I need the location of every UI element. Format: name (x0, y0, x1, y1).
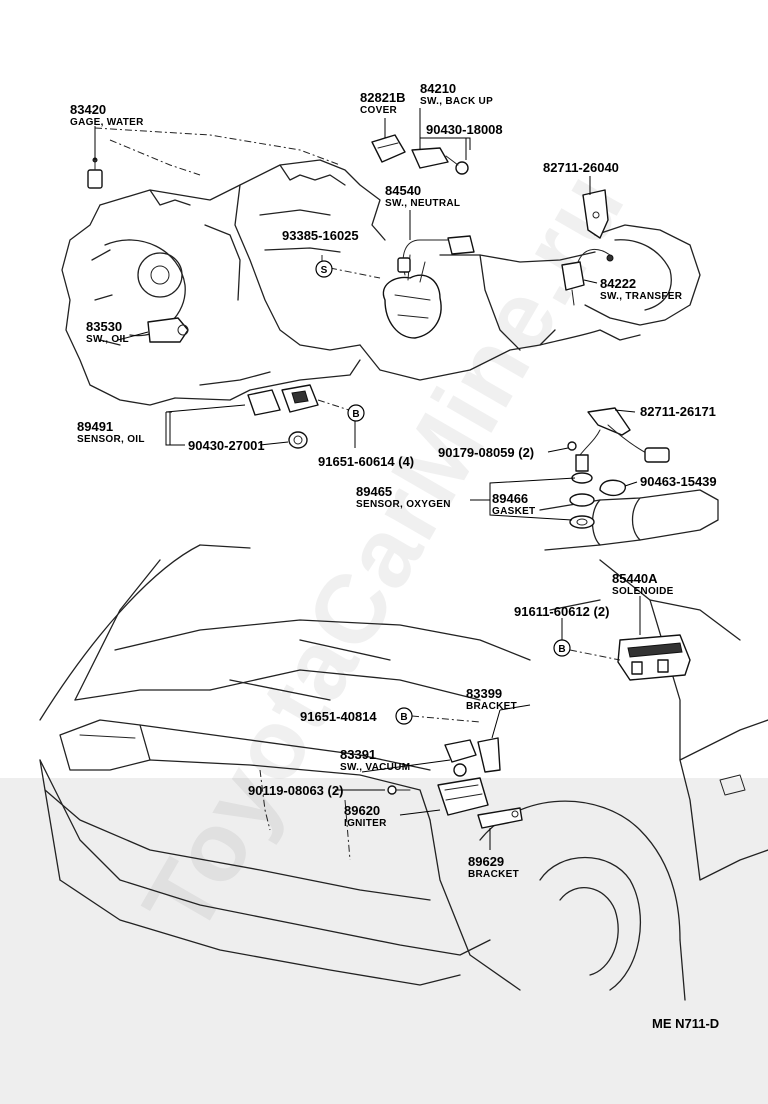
part-description: SENSOR, OIL (77, 434, 145, 445)
badge-b-91651-40814: B (395, 707, 413, 725)
callout-83420: 83420 GAGE, WATER (70, 102, 144, 128)
part-description: SW., TRANSFER (600, 291, 683, 302)
callout-84540: 84540 SW., NEUTRAL (385, 183, 460, 209)
callout-90430-27001: 90430-27001 (188, 438, 265, 453)
leader-lines (94, 108, 641, 850)
part-number: 91651-60614 (4) (318, 454, 414, 469)
callout-93385-16025: 93385-16025 (282, 228, 359, 243)
part-description: BRACKET (468, 869, 519, 880)
back-up-switch-part (411, 147, 469, 175)
vehicle-body-outline (39, 544, 768, 1001)
part-description: SW., BACK UP (420, 96, 493, 107)
vacuum-switch-part (444, 737, 501, 777)
part-number: 89466 (492, 491, 528, 506)
part-description: SW., VACUUM (340, 762, 410, 773)
part-number: 89629 (468, 854, 504, 869)
part-number: 91651-40814 (300, 709, 377, 724)
callout-82711-26040: 82711-26040 (543, 160, 619, 175)
transfer-switch-part (561, 249, 614, 306)
engine-outline (61, 127, 701, 406)
callout-89491: 89491 SENSOR, OIL (77, 419, 145, 445)
part-number: 84210 (420, 81, 456, 96)
oil-switch-part (147, 317, 189, 343)
part-description: GAGE, WATER (70, 117, 144, 128)
gasket-27001-part (288, 431, 308, 449)
part-description: SENSOR, OXYGEN (356, 499, 451, 510)
callout-82821B: 82821B COVER (360, 90, 406, 116)
part-description: SW., OIL (86, 334, 129, 345)
callout-85440A: 85440A SOLENOIDE (612, 571, 674, 597)
part-number: 82711-26040 (543, 160, 619, 175)
cover-part (371, 134, 406, 163)
part-number: 89465 (356, 484, 392, 499)
part-number: 90119-08063 (2) (248, 783, 343, 798)
part-number: 83399 (466, 686, 502, 701)
part-number: 82711-26171 (640, 404, 716, 419)
badge-label: B (352, 409, 359, 420)
solenoid-part (617, 634, 691, 681)
badge-label: S (321, 265, 328, 276)
part-number: 89620 (344, 803, 380, 818)
callout-90119-08063: 90119-08063 (2) (248, 783, 343, 798)
badge-b-91611-60612: B (553, 639, 571, 657)
part-description: IGNITER (344, 818, 387, 829)
callout-84222: 84222 SW., TRANSFER (600, 276, 683, 302)
part-number: 90463-15439 (640, 474, 717, 489)
neutral-switch-part (397, 235, 475, 276)
part-number: 84540 (385, 183, 421, 198)
part-description: COVER (360, 105, 398, 116)
part-number: 90430-27001 (188, 438, 265, 453)
callout-89620: 89620 IGNITER (344, 803, 387, 829)
part-number: 90179-08059 (2) (438, 445, 534, 460)
gasket-15439-part (599, 479, 626, 497)
lower-shaded-band (0, 778, 768, 1104)
callout-89466: 89466 GASKET (492, 491, 535, 517)
callout-90179-08059: 90179-08059 (2) (438, 445, 534, 460)
part-number: 89491 (77, 419, 113, 434)
diagram-code: ME N711-D (652, 1016, 719, 1031)
badge-label: B (558, 644, 565, 655)
callout-84210: 84210 SW., BACK UP (420, 81, 493, 107)
callout-90463-15439: 90463-15439 (640, 474, 717, 489)
callout-90430-18008: 90430-18008 (426, 122, 503, 137)
part-description: SW., NEUTRAL (385, 198, 460, 209)
badge-s-93385: S (315, 260, 333, 278)
part-number: 84222 (600, 276, 636, 291)
callout-91651-40814: 91651-40814 (300, 709, 377, 724)
part-description: BRACKET (466, 701, 517, 712)
part-number: 85440A (612, 571, 658, 586)
badge-b-91651-60614: B (347, 404, 365, 422)
part-number: 82821B (360, 90, 406, 105)
bracket-26040-part (582, 189, 609, 239)
part-number: 83420 (70, 102, 106, 117)
oxygen-sensor-part (567, 407, 670, 529)
transmission-extension (382, 254, 442, 339)
callout-91611-60612: 91611-60612 (2) (514, 604, 609, 619)
water-gage-part (87, 157, 103, 189)
oil-sensor-part (247, 384, 319, 416)
callout-91651-60614: 91651-60614 (4) (318, 454, 414, 469)
igniter-bracket-part (477, 807, 523, 829)
callout-82711-26171: 82711-26171 (640, 404, 716, 419)
part-number: 83530 (86, 319, 122, 334)
part-description: GASKET (492, 506, 535, 517)
callout-83530: 83530 SW., OIL (86, 319, 129, 345)
callout-89629: 89629 BRACKET (468, 854, 519, 880)
part-number: 93385-16025 (282, 228, 359, 243)
badge-label: B (400, 712, 407, 723)
part-number: 91611-60612 (2) (514, 604, 609, 619)
callout-89465: 89465 SENSOR, OXYGEN (356, 484, 451, 510)
part-number: 83391 (340, 747, 376, 762)
bolt-90119-part (387, 785, 411, 795)
callout-83399: 83399 BRACKET (466, 686, 517, 712)
igniter-part (437, 777, 489, 816)
callout-83391: 83391 SW., VACUUM (340, 747, 410, 773)
part-description: SOLENOIDE (612, 586, 674, 597)
part-number: 90430-18008 (426, 122, 503, 137)
